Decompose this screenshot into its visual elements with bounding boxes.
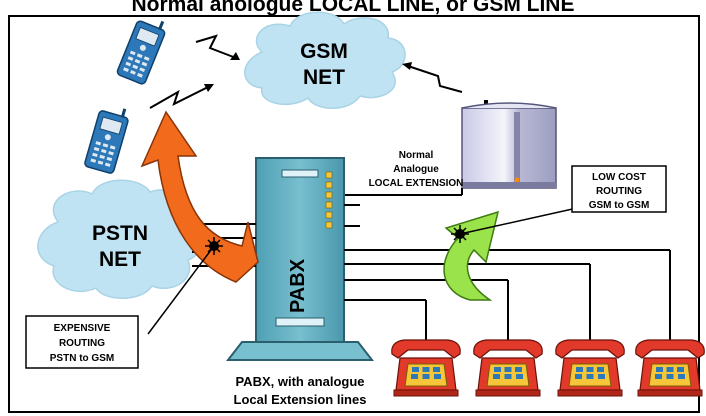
expensive-line1: EXPENSIVE xyxy=(54,323,111,334)
bolt-arrowhead xyxy=(402,62,412,70)
header-text: Normal anologue LOCAL LINE, or GSM LINE xyxy=(132,0,575,16)
expensive-route-arrow xyxy=(140,110,259,283)
desk-phones xyxy=(391,339,705,397)
bolt-arrowhead xyxy=(204,84,214,92)
desk-phone-icon xyxy=(635,339,705,397)
pabx-caption-line2: Local Extension lines xyxy=(234,392,367,407)
normal-ext-line2: Analogue xyxy=(393,164,439,175)
expensive-routing-box: EXPENSIVE ROUTING PSTN to GSM xyxy=(25,315,139,369)
desk-phone-icon xyxy=(555,339,625,397)
normal-ext-line3: LOCAL EXTENSION xyxy=(369,178,464,189)
mobile-phone-icon xyxy=(116,20,166,85)
pabx-label: PABX xyxy=(287,258,309,313)
low-cost-routing-box: LOW COST ROUTING GSM to GSM xyxy=(571,165,667,213)
bolt-arrowhead xyxy=(230,52,240,60)
mobile-phone-icon xyxy=(84,108,129,174)
desk-phone-icon xyxy=(473,339,543,397)
pabx-cabinet: PABX xyxy=(225,157,375,361)
expensive-line3: PSTN to GSM xyxy=(50,353,114,364)
gsm-net-label: NET xyxy=(303,66,345,89)
gsm-label: GSM xyxy=(300,40,348,63)
signal-bolt-icon xyxy=(149,85,211,109)
expensive-line2: ROUTING xyxy=(59,338,105,349)
normal-ext-line1: Normal xyxy=(399,150,434,161)
pstn-net-label: NET xyxy=(99,248,141,271)
desk-phone-icon xyxy=(391,339,461,397)
low-cost-pointer xyxy=(459,205,587,235)
low-cost-line3: GSM to GSM xyxy=(589,200,650,211)
pabx-caption-line1: PABX, with analogue xyxy=(235,374,364,389)
signal-bolt-icon xyxy=(195,34,237,59)
signal-bolt-icon xyxy=(407,65,463,93)
expensive-pointer xyxy=(147,245,215,335)
low-cost-line2: ROUTING xyxy=(596,186,642,197)
pstn-cloud: PSTN NET xyxy=(37,179,203,299)
low-cost-line1: LOW COST xyxy=(592,172,646,183)
gsm-cloud: GSM NET xyxy=(244,11,406,109)
pstn-label: PSTN xyxy=(92,222,148,245)
gsm-gateway-icon xyxy=(461,100,557,189)
